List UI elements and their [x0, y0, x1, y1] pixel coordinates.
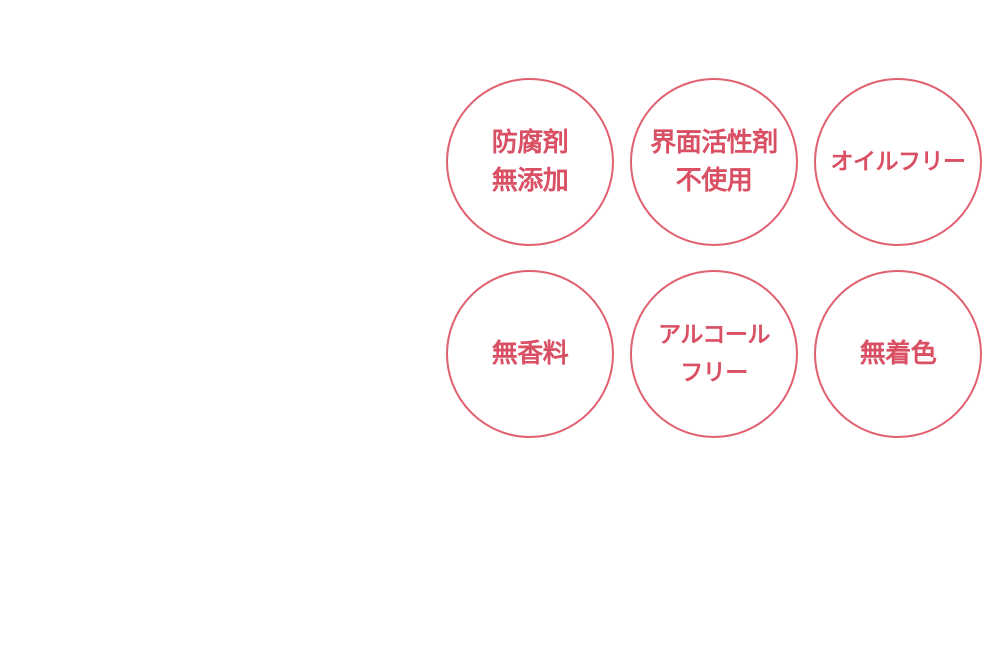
badge-line: 不使用 [675, 166, 753, 196]
badge-alcohol-free: アルコール フリー [630, 270, 798, 438]
badge-line: フリー [680, 359, 748, 386]
feature-badge-grid: 防腐剤 無添加 界面活性剤 不使用 オイルフリー 無香料 アルコール フリー 無… [446, 78, 982, 438]
badge-line: 防腐剤 [491, 128, 569, 158]
badge-line: 無添加 [491, 166, 569, 196]
badge-fragrance-free: 無香料 [446, 270, 614, 438]
badge-line: アルコール [658, 321, 770, 348]
badge-line: 界面活性剤 [650, 128, 778, 158]
badge-line: 無香料 [491, 339, 569, 369]
badge-preservative-free: 防腐剤 無添加 [446, 78, 614, 246]
badge-colorant-free: 無着色 [814, 270, 982, 438]
badge-oil-free: オイルフリー [814, 78, 982, 246]
badge-surfactant-free: 界面活性剤 不使用 [630, 78, 798, 246]
badge-line: オイルフリー [830, 148, 967, 175]
badge-line: 無着色 [859, 339, 937, 369]
